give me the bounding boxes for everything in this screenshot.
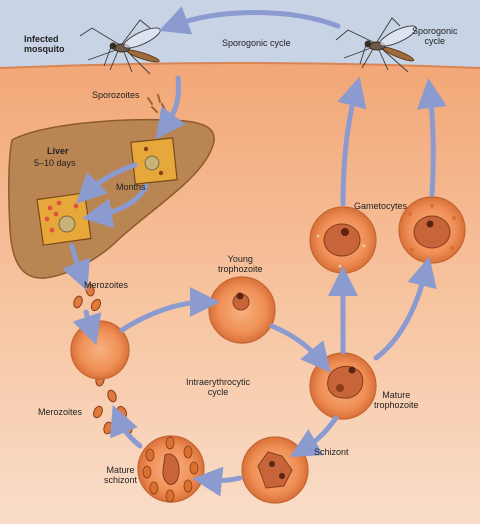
label-intraerythrocytic-cycle: Intraerythrocytic cycle [186, 377, 251, 398]
arrow-gametocyte-left-to-mosquito [337, 76, 367, 207]
rbc-young-trophozoite [208, 276, 276, 344]
arrow-mosquito-to-liver [155, 75, 186, 140]
label-schizont: Schizont [314, 447, 349, 457]
arrow-hepatocyte-cycle [76, 162, 138, 204]
rbc-schizont [241, 436, 309, 504]
label-sporogonic-cycle-top: Sporogonic cycle [222, 38, 291, 48]
rbc-mature-schizont [137, 435, 205, 503]
label-infected-mosquito: Infected mosquito [24, 34, 65, 55]
skin-surface [0, 62, 480, 69]
arrow-merozoites-to-rbc [72, 309, 102, 346]
label-months: Months [116, 182, 146, 192]
label-merozoites-upper: Merozoites [84, 280, 129, 290]
label-liver-days: 5–10 days [34, 158, 76, 168]
arrow-young-to-mature-trophozoite [269, 323, 331, 373]
label-merozoites-lower: Merozoites [38, 407, 83, 417]
label-young-trophozoite: Young trophozoite [218, 254, 263, 275]
label-gametocytes: Gametocytes [354, 201, 408, 211]
arrow-schizont-to-mature-schizont [192, 466, 243, 497]
label-mature-trophozoite: Mature trophozoite [374, 390, 419, 411]
infected-hepatocyte-small [130, 137, 178, 185]
arrow-months [82, 183, 149, 229]
arrow-rbc-to-young-trophozoite [119, 287, 220, 333]
cycle-arrows [62, 6, 447, 497]
arrow-liver-to-merozoites [62, 243, 90, 291]
infected-hepatocyte-large [36, 192, 92, 246]
mosquito-left-icon [79, 19, 161, 75]
arrow-trophozoite-to-gametocyte-right [373, 256, 437, 361]
rbc-gametocyte-left [309, 206, 377, 274]
rbc-gametocyte-right [398, 196, 466, 264]
label-liver: Liver [47, 146, 69, 156]
arrow-mature-schizont-to-merozoites [110, 405, 143, 449]
label-sporogonic-cycle-right: Sporogonic cycle [412, 26, 458, 47]
mosquito-right-icon [335, 17, 417, 73]
label-mature-schizont: Mature schizont [104, 465, 138, 486]
arrow-sporogonic-top [158, 6, 341, 35]
arrow-gametocyte-right-to-mosquito [416, 78, 447, 197]
arrow-mature-trophozoite-to-schizont [289, 415, 339, 457]
label-sporozoites: Sporozoites [92, 90, 140, 100]
